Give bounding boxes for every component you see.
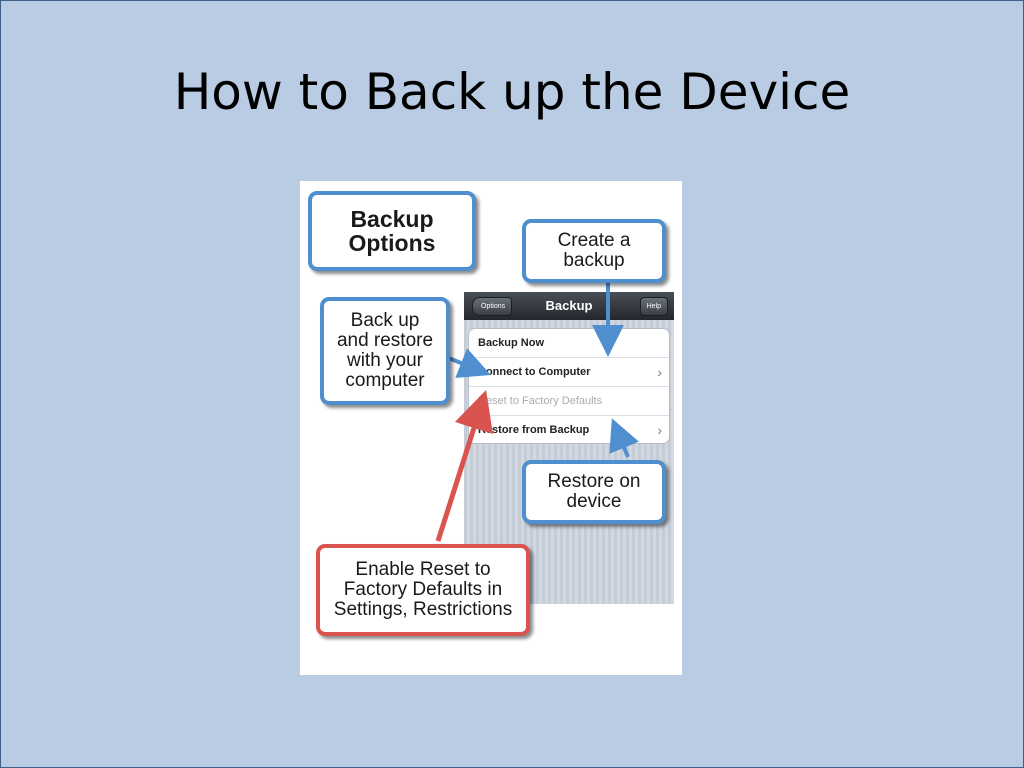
- callout-line: Settings, Restrictions: [333, 598, 513, 620]
- slide-title: How to Back up the Device: [173, 63, 851, 121]
- reset-factory-defaults-row: Reset to Factory Defaults: [469, 387, 669, 416]
- enable-reset-callout: Enable Reset to Factory Defaults in Sett…: [316, 544, 530, 636]
- row-label: Backup Now: [478, 337, 545, 349]
- callout-arrows: [435, 279, 639, 542]
- arrow-back-up-restore: [445, 348, 491, 378]
- backup-options-list: Backup Now Connect to Computer › Reset t…: [468, 328, 670, 444]
- options-back-button[interactable]: Options: [472, 297, 513, 316]
- row-label: Reset to Factory Defaults: [478, 395, 603, 407]
- arrow-restore-device: [609, 418, 639, 458]
- chevron-right-icon: ›: [657, 364, 662, 380]
- callout-line: device: [566, 491, 622, 512]
- connect-to-computer-row[interactable]: Connect to Computer ›: [469, 358, 669, 387]
- create-backup-callout: Create a backup: [522, 219, 666, 283]
- backup-options-callout: Backup Options: [308, 191, 476, 271]
- callout-line: backup: [563, 250, 625, 271]
- callout-line: Back up: [350, 310, 420, 332]
- arrow-enable-reset: [435, 389, 493, 542]
- help-button[interactable]: Help: [639, 297, 668, 316]
- restore-on-device-callout: Restore on device: [522, 460, 666, 524]
- restore-from-backup-row[interactable]: Restore from Backup ›: [469, 416, 669, 444]
- callout-line: Options: [348, 230, 436, 256]
- backup-restore-computer-callout: Back up and restore with your computer: [320, 297, 450, 405]
- callout-line: Restore on: [547, 471, 641, 493]
- nav-title: Backup: [545, 298, 593, 313]
- backup-options-figure: Options Backup Help Backup Now Connect t…: [300, 181, 682, 675]
- callout-line: Create a: [557, 230, 631, 252]
- nav-bar: Options Backup Help: [464, 292, 674, 320]
- row-label: Restore from Backup: [478, 424, 590, 436]
- callout-line: with your: [346, 350, 424, 371]
- callout-line: Backup: [350, 205, 434, 232]
- callout-line: Factory Defaults in: [343, 579, 503, 601]
- backup-now-row[interactable]: Backup Now: [469, 329, 669, 358]
- callout-line: and restore: [336, 330, 434, 352]
- row-label: Connect to Computer: [478, 366, 591, 378]
- chevron-right-icon: ›: [657, 422, 662, 438]
- callout-line: Enable Reset to: [355, 559, 491, 581]
- callout-line: computer: [345, 369, 425, 391]
